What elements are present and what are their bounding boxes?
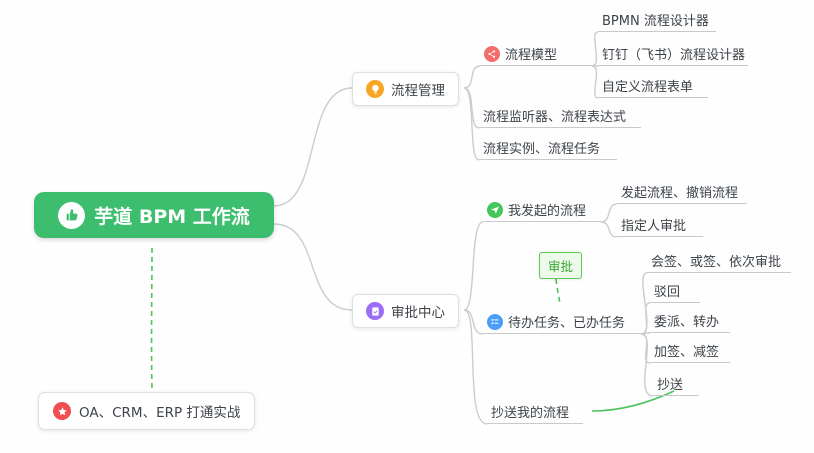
approval-badge[interactable]: 审批	[539, 252, 583, 279]
approval-badge-label: 审批	[548, 259, 574, 274]
leaf-initiate-cancel[interactable]: 发起流程、撤销流程	[617, 182, 747, 204]
leaf-dingtalk-designer[interactable]: 钉钉（飞书）流程设计器	[598, 44, 748, 66]
connector	[463, 65, 481, 89]
leaf-instance-task[interactable]: 流程实例、流程任务	[479, 138, 617, 160]
connector	[600, 203, 618, 223]
root-node-bpm-workflow[interactable]: 芋道 BPM 工作流	[34, 192, 274, 238]
leaf-process-model[interactable]: 流程模型	[480, 44, 592, 66]
flow-icon	[484, 45, 500, 62]
leaf-label: 我发起的流程	[508, 204, 587, 219]
leaf-cc[interactable]: 抄送	[653, 374, 699, 396]
leaf-delegate-transfer[interactable]: 委派、转办	[650, 311, 730, 333]
star-icon	[53, 402, 71, 420]
leaf-label: 自定义流程表单	[602, 80, 694, 95]
approval-flow-arrow	[555, 278, 561, 305]
connector	[463, 221, 484, 311]
branch-label: 审批中心	[391, 305, 445, 321]
leaf-add-remove-sign[interactable]: 加签、减签	[650, 341, 730, 363]
leaf-label: 流程监听器、流程表达式	[483, 110, 627, 125]
leaf-label: 抄送	[657, 378, 684, 393]
branch-process-management[interactable]: 流程管理	[352, 72, 459, 106]
branch-approval-center[interactable]: 审批中心	[352, 294, 459, 328]
leaf-label: 流程模型	[505, 48, 558, 63]
connector	[640, 332, 651, 335]
connector	[640, 333, 651, 364]
doc-check-icon	[366, 302, 384, 320]
leaf-custom-form[interactable]: 自定义流程表单	[598, 76, 708, 98]
leaf-label: 待办任务、已办任务	[508, 316, 626, 331]
leaf-label: 钉钉（飞书）流程设计器	[602, 48, 746, 63]
thumbs-up-icon	[58, 201, 86, 229]
connector	[273, 87, 353, 207]
leaf-label: 发起流程、撤销流程	[621, 186, 739, 201]
connector	[463, 87, 480, 129]
leaf-my-initiated[interactable]: 我发起的流程	[483, 200, 601, 222]
leaf-assignee-approval[interactable]: 指定人审批	[617, 215, 703, 237]
leaf-label: 委派、转办	[654, 315, 720, 330]
oa-node-label: OA、CRM、ERP 打通实战	[79, 405, 241, 421]
connector	[600, 221, 618, 238]
leaf-reject[interactable]: 驳回	[650, 281, 700, 303]
node-oa-crm-erp-integration[interactable]: OA、CRM、ERP 打通实战	[38, 392, 256, 430]
connector	[640, 272, 648, 335]
leaf-label: 会签、或签、依次审批	[651, 255, 782, 270]
send-icon	[487, 201, 503, 218]
connector	[463, 309, 484, 335]
checklist-icon	[487, 313, 503, 330]
leaf-bpmn-designer[interactable]: BPMN 流程设计器	[598, 10, 716, 32]
leaf-listener-expression[interactable]: 流程监听器、流程表达式	[479, 106, 641, 128]
leaf-label: BPMN 流程设计器	[602, 14, 709, 29]
leaf-todo-done[interactable]: 待办任务、已办任务	[483, 312, 641, 334]
leaf-cc-my-process[interactable]: 抄送我的流程	[487, 402, 583, 424]
connector	[273, 223, 353, 311]
leaf-label: 指定人审批	[621, 219, 687, 234]
bulb-icon	[366, 80, 384, 98]
branch-label: 流程管理	[391, 83, 445, 99]
connector	[640, 302, 651, 335]
leaf-countersign[interactable]: 会签、或签、依次审批	[647, 251, 791, 273]
leaf-label: 抄送我的流程	[491, 406, 570, 421]
connector	[463, 87, 480, 161]
leaf-label: 驳回	[654, 285, 681, 300]
leaf-label: 流程实例、流程任务	[483, 142, 601, 157]
leaf-label: 加签、减签	[654, 345, 720, 360]
root-node-label: 芋道 BPM 工作流	[94, 205, 250, 228]
